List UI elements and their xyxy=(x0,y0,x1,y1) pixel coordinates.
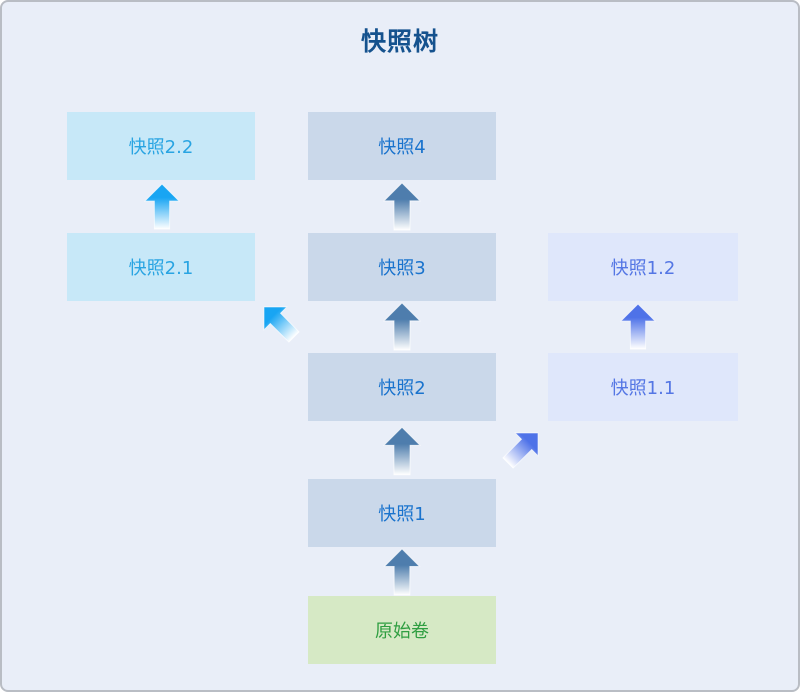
node-label: 快照2 xyxy=(378,378,426,399)
arrow-snapshot1-1-to-snapshot1-2-icon xyxy=(620,303,656,350)
arrow-snapshot2-1-to-snapshot2-2-icon xyxy=(144,183,180,230)
node-snapshot-4: 快照4 xyxy=(308,112,496,180)
arrow-snapshot3-to-snapshot4-icon xyxy=(383,182,421,231)
node-label: 快照1.2 xyxy=(610,258,676,279)
node-label: 快照3 xyxy=(378,258,426,279)
arrow-snapshot2-to-snapshot3-icon xyxy=(383,302,421,351)
node-label: 快照1 xyxy=(378,504,426,525)
arrow-snapshot1-to-snapshot2-icon xyxy=(383,426,421,476)
arrow-snapshot2-to-snapshot2-1-icon xyxy=(251,294,308,351)
arrow-original-to-snapshot1-icon xyxy=(383,548,421,596)
node-label: 快照1.1 xyxy=(610,378,676,399)
node-label: 快照2.1 xyxy=(128,258,194,279)
node-label: 快照2.2 xyxy=(128,137,194,158)
arrow-snapshot1-to-snapshot1-1-icon xyxy=(495,420,552,477)
node-snapshot-1: 快照1 xyxy=(308,479,496,547)
node-snapshot-1-2: 快照1.2 xyxy=(548,233,738,301)
node-label: 快照4 xyxy=(378,137,426,158)
node-snapshot-2-1: 快照2.1 xyxy=(67,233,255,301)
page-title: 快照树 xyxy=(360,27,439,56)
node-snapshot-2: 快照2 xyxy=(308,353,496,421)
node-snapshot-3: 快照3 xyxy=(308,233,496,301)
node-original-volume: 原始卷 xyxy=(308,596,496,664)
node-snapshot-1-1: 快照1.1 xyxy=(548,353,738,421)
node-label: 原始卷 xyxy=(375,621,429,642)
node-snapshot-2-2: 快照2.2 xyxy=(67,112,255,180)
